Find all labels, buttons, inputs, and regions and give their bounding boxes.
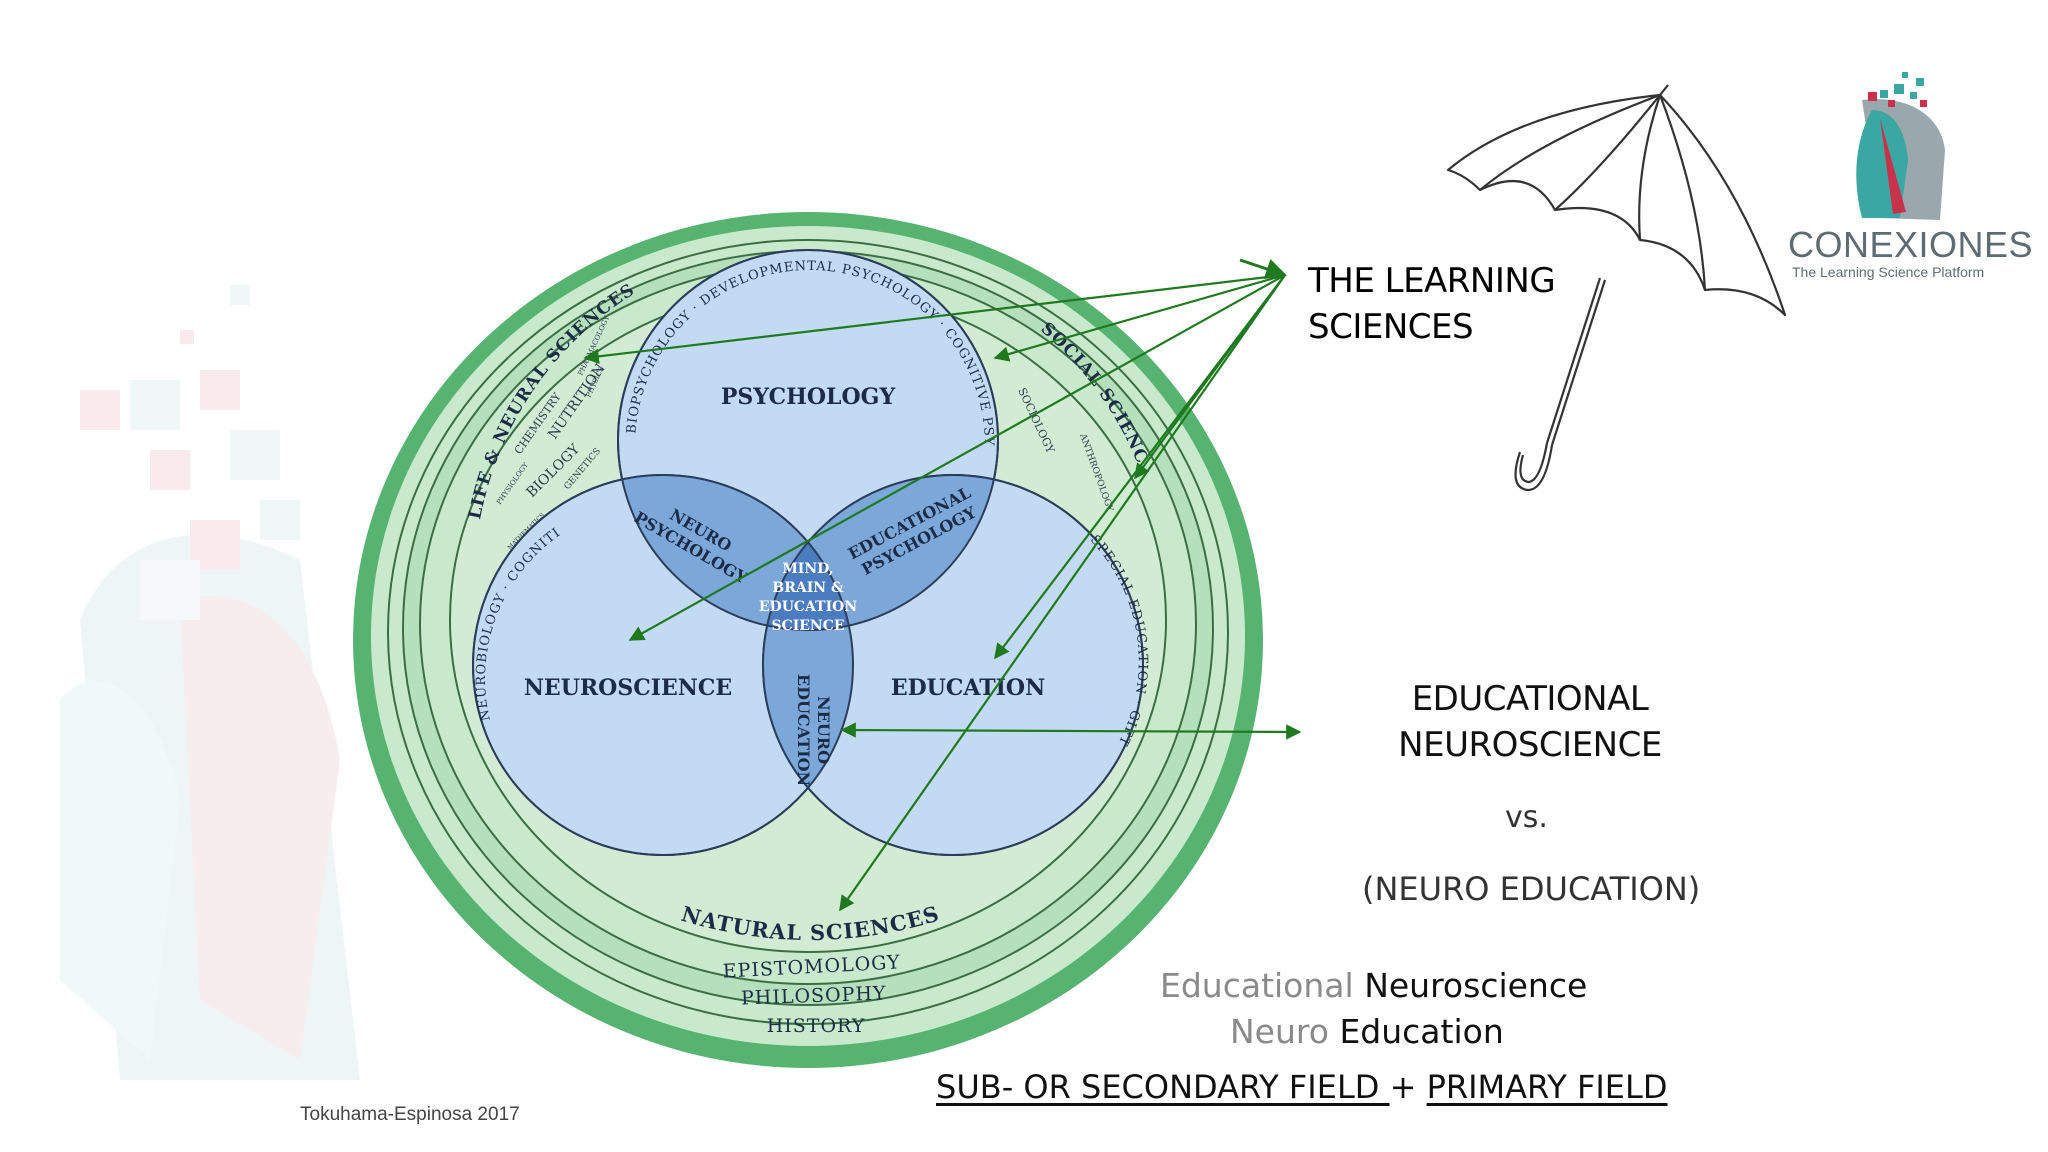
comparison-secondary-2: Neuro <box>1230 1012 1329 1051</box>
center-label-3: EDUCATION <box>759 599 857 615</box>
center-label-1: MIND, <box>782 561 833 577</box>
comparison-line-2: Neuro Education <box>1230 1012 1504 1051</box>
learning-sciences-title: THE LEARNING SCIENCES <box>1308 258 1556 350</box>
comparison-secondary-1: Educational <box>1160 966 1354 1005</box>
educational-neuroscience-title: EDUCATIONAL NEUROSCIENCE <box>1380 676 1680 768</box>
education-label: EDUCATION <box>891 675 1045 701</box>
learning-sciences-arrows <box>583 258 1302 912</box>
background-decoration <box>60 285 360 1080</box>
neuro-education-label: (NEURO EDUCATION) <box>1362 870 1701 908</box>
neuro-education-label-1: NEURO <box>814 696 833 764</box>
learning-sciences-line-1: THE LEARNING <box>1308 261 1556 301</box>
neuro-education-double-arrow <box>840 722 1302 740</box>
umbrella-icon <box>1446 84 1787 492</box>
primary-field-label: PRIMARY FIELD <box>1426 1068 1668 1106</box>
history-label: HISTORY <box>767 1015 866 1037</box>
credit-text: Tokuhama-Espinosa 2017 <box>300 1104 520 1125</box>
conexiones-logo-icon <box>1856 72 1945 220</box>
neuro-education-label-2: EDUCATION <box>794 674 813 786</box>
plus-sign: + <box>1389 1068 1427 1106</box>
educational-neuroscience-line-2: NEUROSCIENCE <box>1398 725 1662 765</box>
vs-label: vs. <box>1505 800 1548 835</box>
secondary-field-label: SUB- OR SECONDARY FIELD <box>936 1068 1390 1106</box>
psychology-label: PSYCHOLOGY <box>721 384 896 410</box>
learning-sciences-line-2: SCIENCES <box>1308 307 1474 347</box>
conexiones-logo-text: CONEXIONES <box>1788 224 2034 265</box>
center-label-4: SCIENCE <box>771 618 844 634</box>
neuroscience-label: NEUROSCIENCE <box>524 675 732 701</box>
philosophy-label: PHILOSOPHY <box>741 982 887 1009</box>
comparison-primary-2: Education <box>1339 1012 1504 1051</box>
comparison-line-1: Educational Neuroscience <box>1160 966 1587 1005</box>
comparison-primary-1: Neuroscience <box>1364 966 1588 1005</box>
conexiones-tagline: The Learning Science Platform <box>1792 264 1985 280</box>
venn-circles <box>472 249 1144 856</box>
educational-neuroscience-line-1: EDUCATIONAL <box>1411 679 1649 719</box>
fields-formula: SUB- OR SECONDARY FIELD + PRIMARY FIELD <box>936 1068 1667 1106</box>
center-label-2: BRAIN & <box>772 580 844 596</box>
